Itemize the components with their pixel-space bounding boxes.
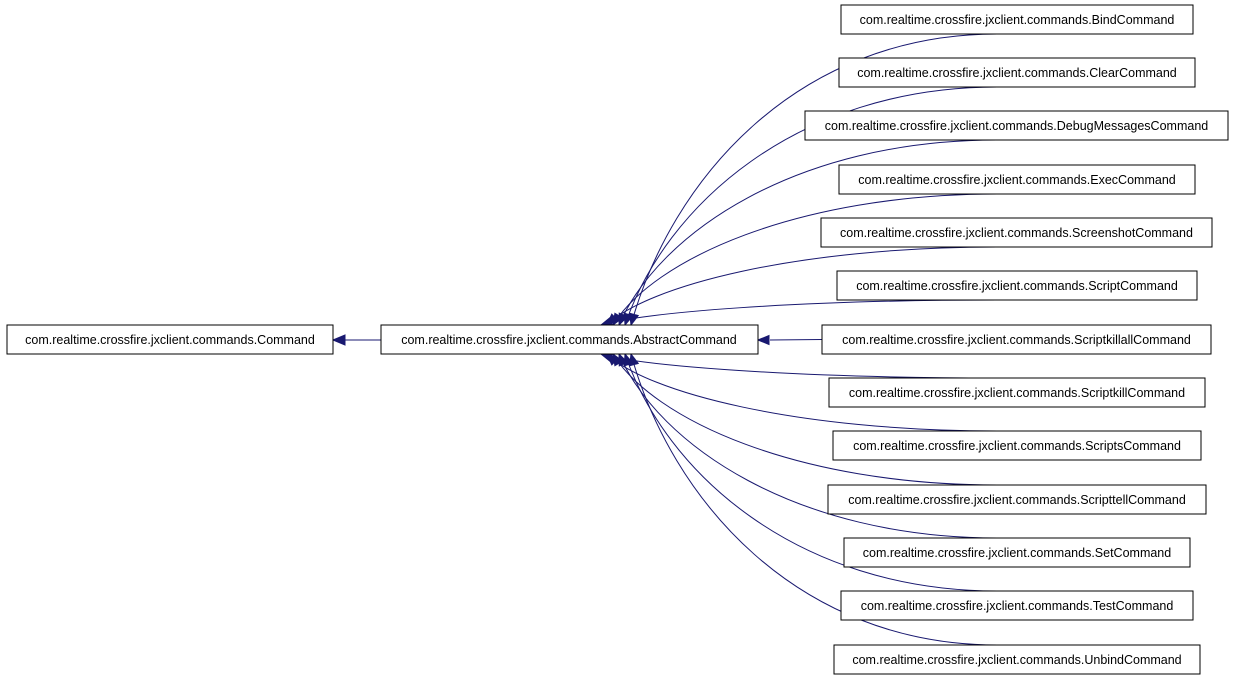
node-scripttell-command[interactable]: com.realtime.crossfire.jxclient.commands… (827, 484, 1207, 515)
edge-unbind-command (630, 353, 998, 646)
node-debug-messages-command[interactable]: com.realtime.crossfire.jxclient.commands… (804, 110, 1229, 141)
node-set-command-label: com.realtime.crossfire.jxclient.commands… (863, 546, 1171, 560)
node-test-command-label: com.realtime.crossfire.jxclient.commands… (861, 599, 1174, 613)
node-scriptkill-command[interactable]: com.realtime.crossfire.jxclient.commands… (828, 377, 1206, 408)
edge-test-command (624, 353, 998, 592)
node-clear-command-label: com.realtime.crossfire.jxclient.commands… (857, 66, 1177, 80)
inheritance-edges (331, 33, 998, 646)
node-abstract-command[interactable]: com.realtime.crossfire.jxclient.commands… (380, 324, 759, 355)
edge-screenshot-command (606, 246, 997, 326)
node-command-label: com.realtime.crossfire.jxclient.commands… (25, 333, 315, 347)
node-scriptkill-command-label: com.realtime.crossfire.jxclient.commands… (849, 386, 1185, 400)
edge-script-command (600, 299, 998, 326)
edge-exec-command (612, 193, 998, 326)
node-test-command[interactable]: com.realtime.crossfire.jxclient.commands… (840, 590, 1194, 621)
node-unbind-command-label: com.realtime.crossfire.jxclient.commands… (852, 653, 1181, 667)
node-exec-command-label: com.realtime.crossfire.jxclient.commands… (858, 173, 1176, 187)
node-screenshot-command-label: com.realtime.crossfire.jxclient.commands… (840, 226, 1193, 240)
node-abstract-command-label: com.realtime.crossfire.jxclient.commands… (401, 333, 737, 347)
arrowhead (331, 334, 346, 346)
node-bind-command[interactable]: com.realtime.crossfire.jxclient.commands… (840, 4, 1194, 35)
edge-clear-command (624, 86, 998, 326)
node-unbind-command[interactable]: com.realtime.crossfire.jxclient.commands… (833, 644, 1201, 675)
node-bind-command-label: com.realtime.crossfire.jxclient.commands… (860, 13, 1175, 27)
node-clear-command[interactable]: com.realtime.crossfire.jxclient.commands… (838, 57, 1196, 88)
edge-scriptkill-command (600, 353, 998, 379)
edge-scripts-command (606, 353, 998, 432)
edge-scriptkillall-command (769, 339, 823, 341)
node-exec-command[interactable]: com.realtime.crossfire.jxclient.commands… (838, 164, 1196, 195)
node-scripts-command-label: com.realtime.crossfire.jxclient.commands… (853, 439, 1181, 453)
arrowhead (628, 352, 640, 367)
node-scripttell-command-label: com.realtime.crossfire.jxclient.commands… (848, 493, 1186, 507)
node-command[interactable]: com.realtime.crossfire.jxclient.commands… (6, 324, 334, 355)
node-scriptkillall-command[interactable]: com.realtime.crossfire.jxclient.commands… (821, 324, 1212, 355)
node-screenshot-command[interactable]: com.realtime.crossfire.jxclient.commands… (820, 217, 1213, 248)
node-set-command[interactable]: com.realtime.crossfire.jxclient.commands… (843, 537, 1191, 568)
edge-debug-messages-command (618, 139, 997, 326)
node-scriptkillall-command-label: com.realtime.crossfire.jxclient.commands… (842, 333, 1191, 347)
node-script-command[interactable]: com.realtime.crossfire.jxclient.commands… (836, 270, 1198, 301)
node-script-command-label: com.realtime.crossfire.jxclient.commands… (856, 279, 1178, 293)
node-scripts-command[interactable]: com.realtime.crossfire.jxclient.commands… (832, 430, 1202, 461)
node-debug-messages-command-label: com.realtime.crossfire.jxclient.commands… (825, 119, 1209, 133)
arrowhead (756, 334, 770, 346)
class-nodes: com.realtime.crossfire.jxclient.commands… (6, 4, 1229, 675)
